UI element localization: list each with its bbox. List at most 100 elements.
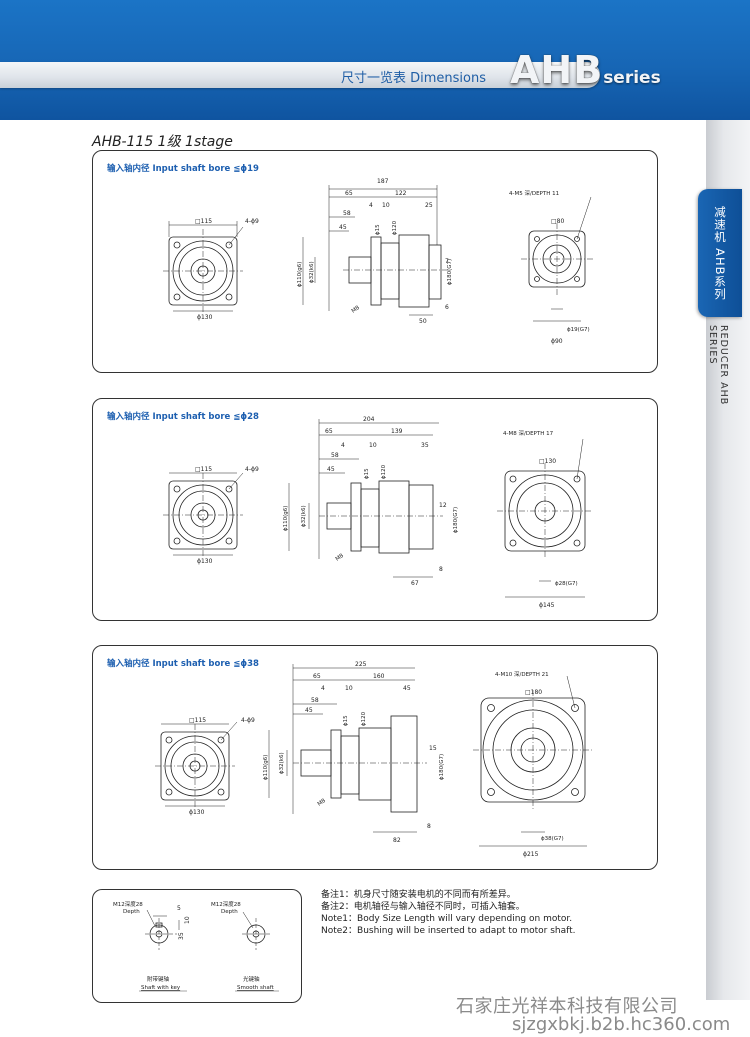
series-title-suffix: series [603, 68, 661, 88]
front-pcd-dim: ϕ130 [197, 558, 213, 565]
side-45-dim: 45 [339, 224, 347, 231]
side-50-dim: 50 [419, 318, 427, 325]
side-67-dim: 67 [411, 580, 419, 587]
side-view [268, 664, 427, 833]
drawing-panel-3-svg: □115 4-ϕ9 ϕ130 225 65 160 4 10 45 58 45 … [155, 661, 593, 858]
side-8-dim: 8 [427, 823, 431, 830]
side-35-dim: 35 [421, 442, 429, 449]
watermark-url: sjzgxbkj.b2b.hc360.com [512, 1014, 731, 1035]
rear-view [473, 675, 593, 847]
side-10-dim: 10 [382, 202, 390, 209]
side-thread-dim: M8 [317, 798, 328, 808]
rear-bore-dim: ϕ19(G7) [567, 327, 590, 333]
side-total-dim: 225 [355, 661, 367, 668]
side-english-label: REDUCER AHB SERIES [707, 325, 729, 406]
side-shaft2-dim: ϕ32(k6) [279, 752, 285, 774]
shaft-detail-svg: M12深度28 Depth 5 10 35 M12深度28 Depth 附带键轴… [113, 900, 279, 992]
side-8-dim: 8 [439, 566, 443, 573]
front-square-dim: □115 [189, 717, 206, 724]
front-view [155, 721, 238, 808]
side-10-dim: 10 [345, 685, 353, 692]
side-shaft-dim: ϕ110(g6) [283, 506, 289, 531]
page-header: 尺寸一览表 Dimensions AHBseries [0, 0, 750, 120]
keyed-depth-label: Depth [123, 909, 140, 915]
side-thread-dim: M8 [351, 305, 362, 315]
shaft-detail-box: M12深度28 Depth 5 10 35 M12深度28 Depth 附带键轴… [92, 889, 302, 1003]
side-139-dim: 139 [391, 428, 403, 435]
side-82-dim: 82 [393, 837, 401, 844]
model-title: AHB-115 1级 1stage [92, 134, 233, 150]
side-flange-dim: ϕ180(G7) [453, 507, 459, 533]
side-view [302, 185, 449, 316]
side-flange-dim: ϕ180(G7) [447, 259, 453, 285]
side-shaft2-dim: ϕ32(k6) [309, 261, 315, 283]
smooth-shaft-en: Smooth shaft [237, 985, 275, 991]
side-phi15-dim: ϕ15 [375, 224, 381, 235]
side-65-dim: 65 [313, 673, 321, 680]
smooth-depth-label: Depth [221, 909, 238, 915]
side-shaft-dim: ϕ110(g6) [263, 755, 269, 780]
drawing-panel-1: 输入轴内径 Input shaft bore ≦ϕ19 □115 4-ϕ9 ϕ1… [92, 150, 658, 373]
side-flange-dim: ϕ180(G7) [439, 754, 445, 780]
front-view [163, 221, 244, 313]
side-122-dim: 122 [395, 190, 407, 197]
side-58-dim: 58 [311, 697, 319, 704]
side-4-dim: 4 [369, 202, 373, 209]
note-cn-1: 备注1：机身尺寸随安装电机的不同而有所差异。 [321, 890, 516, 900]
side-phi120-dim: ϕ120 [381, 464, 387, 479]
side-160-dim: 160 [373, 673, 385, 680]
front-holes-dim: 4-ϕ9 [245, 466, 259, 473]
rear-tap-dim: 4-M10 深/DEPTH 21 [495, 670, 549, 678]
side-shaft-dim: ϕ110(g6) [297, 262, 303, 287]
smooth-shaft-cn: 光键轴 [243, 975, 260, 983]
side-15b-dim: 15 [429, 745, 437, 752]
side-25-dim: 25 [425, 202, 433, 209]
rear-bore-dim: ϕ28(G7) [555, 581, 578, 587]
note-cn-2: 备注2：电机轴径与输入轴径不同时，可插入轴套。 [321, 902, 525, 912]
drawing-panel-3: 输入轴内径 Input shaft bore ≦ϕ38 □115 4-ϕ9 ϕ1… [92, 645, 658, 870]
front-view [163, 472, 244, 557]
front-square-dim: □115 [195, 218, 212, 225]
drawing-panel-2-svg: □115 4-ϕ9 ϕ130 204 65 139 4 10 35 58 45 … [163, 416, 593, 609]
side-6-dim: 6 [445, 304, 449, 311]
keyed-tap-label: M12深度28 [113, 900, 143, 908]
series-title: AHBseries [510, 48, 661, 92]
front-pcd-dim: ϕ130 [197, 314, 213, 321]
side-phi15-dim: ϕ15 [343, 715, 349, 726]
rear-pcd-dim: ϕ145 [539, 602, 555, 609]
side-total-dim: 187 [377, 178, 389, 185]
header-band [0, 62, 600, 88]
side-65-dim: 65 [345, 190, 353, 197]
rear-square-dim: □130 [539, 458, 556, 465]
rear-square-dim: □80 [551, 218, 564, 225]
smooth-shaft-drawing [242, 911, 270, 950]
side-7-dim: 7 [445, 258, 449, 265]
note-en-1: Note1：Body Size Length will vary dependi… [321, 914, 573, 924]
side-45-dim: 45 [305, 707, 313, 714]
side-65-dim: 65 [325, 428, 333, 435]
rear-pcd-dim: ϕ90 [551, 338, 563, 345]
header-subtitle: 尺寸一览表 Dimensions [340, 71, 486, 86]
side-4-dim: 4 [321, 685, 325, 692]
rear-tap-dim: 4-M8 深/DEPTH 17 [503, 429, 554, 437]
drawing-panel-1-svg: □115 4-ϕ9 ϕ130 187 65 122 4 10 25 58 [163, 178, 593, 345]
keyed-d5-label: 5 [177, 905, 181, 912]
smooth-tap-label: M12深度28 [211, 900, 241, 908]
front-square-dim: □115 [195, 466, 212, 473]
rear-bore-dim: ϕ38(G7) [541, 836, 564, 842]
side-tab: 减速机 AHB系列 [698, 189, 742, 317]
side-12-dim: 12 [439, 502, 447, 509]
side-phi120-dim: ϕ120 [361, 711, 367, 726]
side-phi15-dim: ϕ15 [364, 468, 370, 479]
rear-square-dim: □180 [525, 689, 542, 696]
panel-label: 输入轴内径 Input shaft bore ≦ϕ38 [107, 659, 259, 669]
rear-view [497, 438, 593, 598]
panel-label: 输入轴内径 Input shaft bore ≦ϕ19 [107, 164, 259, 174]
front-holes-dim: 4-ϕ9 [241, 717, 255, 724]
side-tab-text: 减速机 AHB系列 [713, 205, 727, 301]
watermark-company: 石家庄光祥本科技有限公司 [456, 996, 678, 1017]
keyed-shaft-cn: 附带键轴 [147, 975, 170, 983]
rear-pcd-dim: ϕ215 [523, 851, 539, 858]
rear-view [521, 196, 593, 322]
keyed-d35-label: 35 [178, 932, 185, 940]
